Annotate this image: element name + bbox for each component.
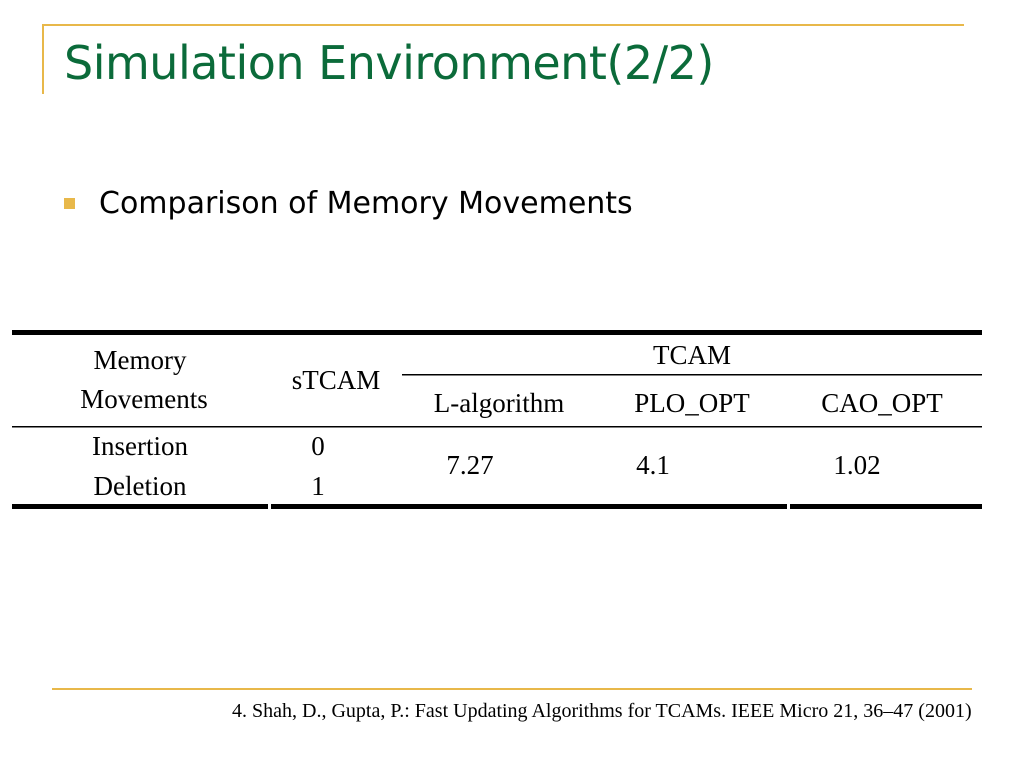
- reference-citation: 4. Shah, D., Gupta, P.: Fast Updating Al…: [232, 700, 972, 722]
- table-bottom-rule-2: [271, 504, 787, 509]
- header-bottom-rule: [12, 426, 982, 428]
- tcam-group-rule: [402, 374, 982, 376]
- comparison-table-svg: Memory Movements sTCAM TCAM L-algorithm …: [12, 330, 982, 509]
- header-stcam: sTCAM: [292, 365, 381, 395]
- slide-title: Simulation Environment(2/2): [64, 36, 714, 90]
- table-top-rule: [12, 330, 982, 335]
- title-frame-left-line: [42, 24, 44, 94]
- header-tcam: TCAM: [653, 340, 731, 370]
- header-cao-opt: CAO_OPT: [821, 388, 943, 418]
- row-label-insertion: Insertion: [92, 431, 188, 461]
- table-bottom-rule-1: [12, 504, 268, 509]
- header-plo-opt: PLO_OPT: [634, 388, 750, 418]
- header-l-algorithm: L-algorithm: [434, 388, 564, 418]
- title-frame-top-line: [42, 24, 964, 26]
- header-memory-line1: Memory: [94, 345, 187, 375]
- comparison-table: Memory Movements sTCAM TCAM L-algorithm …: [12, 330, 982, 512]
- value-plo-opt: 4.1: [636, 450, 670, 480]
- footer-divider: [52, 688, 972, 690]
- value-l-algorithm: 7.27: [446, 450, 493, 480]
- bullet-item: Comparison of Memory Movements: [64, 186, 633, 221]
- table-bottom-rule-3: [790, 504, 982, 509]
- row-label-deletion: Deletion: [94, 471, 187, 501]
- row-stcam-insertion: 0: [311, 431, 325, 461]
- value-cao-opt: 1.02: [833, 450, 880, 480]
- bullet-text: Comparison of Memory Movements: [99, 186, 633, 221]
- header-memory-line2: Movements: [80, 384, 208, 414]
- row-stcam-deletion: 1: [311, 471, 325, 501]
- bullet-square-icon: [64, 198, 75, 209]
